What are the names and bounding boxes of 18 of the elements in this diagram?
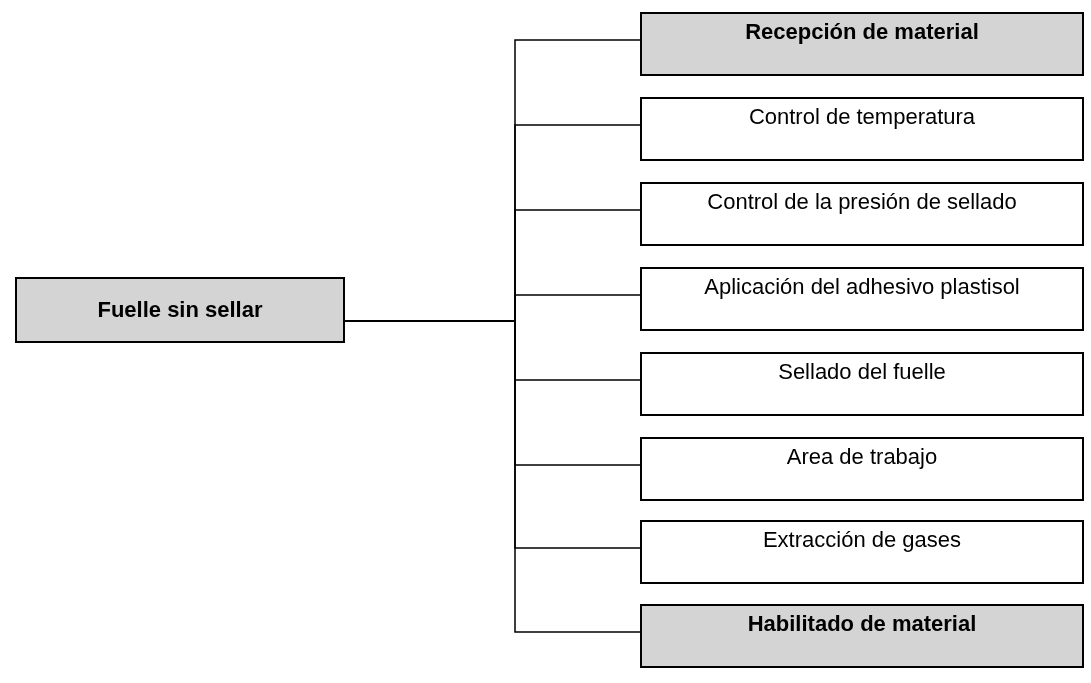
box-label: Aplicación del adhesivo plastisol (704, 273, 1020, 301)
process-box (640, 267, 1084, 331)
box-label: Habilitado de material (747, 610, 977, 638)
box-label: Recepción de material (745, 18, 979, 46)
shaded-box (640, 12, 1084, 76)
shaded-box (15, 277, 345, 343)
box-label: Control de temperatura (748, 103, 976, 131)
box-label: Fuelle sin sellar (97, 296, 263, 324)
box-label: Sellado del fuelle (778, 358, 946, 386)
shaded-box (640, 604, 1084, 668)
process-box (640, 437, 1084, 501)
box-label: Area de trabajo (786, 443, 938, 471)
box-label: Extracción de gases (762, 526, 962, 554)
process-box (640, 352, 1084, 416)
process-box (640, 97, 1084, 161)
process-box (640, 520, 1084, 584)
box-label: Control de la presión de sellado (707, 188, 1017, 216)
process-box (640, 182, 1084, 246)
